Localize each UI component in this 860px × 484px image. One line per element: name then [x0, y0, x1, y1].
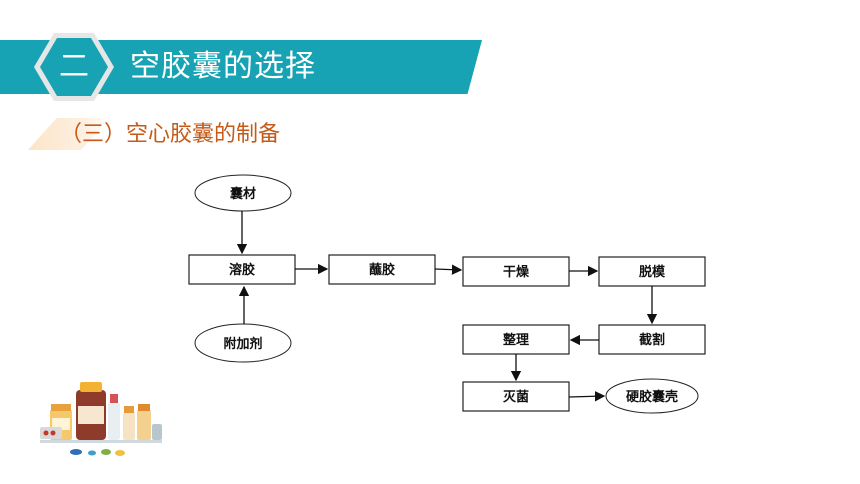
node-material: 囊材 [194, 174, 292, 212]
section-subtitle: （三）空心胶囊的制备 [60, 122, 281, 147]
node-demold: 脱模 [598, 256, 706, 287]
node-product-label: 硬胶囊壳 [626, 389, 678, 405]
node-dry-label: 干燥 [503, 264, 530, 280]
node-dissolve: 溶胶 [188, 254, 296, 285]
node-cut-label: 截割 [639, 332, 665, 348]
node-cut: 截割 [598, 324, 706, 355]
node-demold-label: 脱模 [639, 264, 666, 280]
node-additive: 附加剂 [194, 323, 292, 363]
node-dissolve-label: 溶胶 [229, 262, 255, 278]
node-dip: 蘸胶 [328, 254, 436, 285]
medicine-bottles-illustration [40, 382, 162, 456]
node-sterilize-label: 灭菌 [502, 389, 529, 405]
node-dry: 干燥 [462, 256, 570, 287]
node-trim: 整理 [462, 324, 570, 355]
node-product: 硬胶囊壳 [605, 378, 699, 414]
arrow-dip-dry [434, 264, 463, 275]
node-additive-label: 附加剂 [223, 336, 262, 352]
node-trim-label: 整理 [502, 332, 529, 348]
node-sterilize: 灭菌 [462, 381, 570, 412]
node-dip-label: 蘸胶 [369, 262, 395, 278]
arrow-sterilize-product [568, 391, 606, 402]
page-title: 空胶囊的选择 [130, 49, 316, 84]
node-material-label: 囊材 [229, 186, 256, 202]
